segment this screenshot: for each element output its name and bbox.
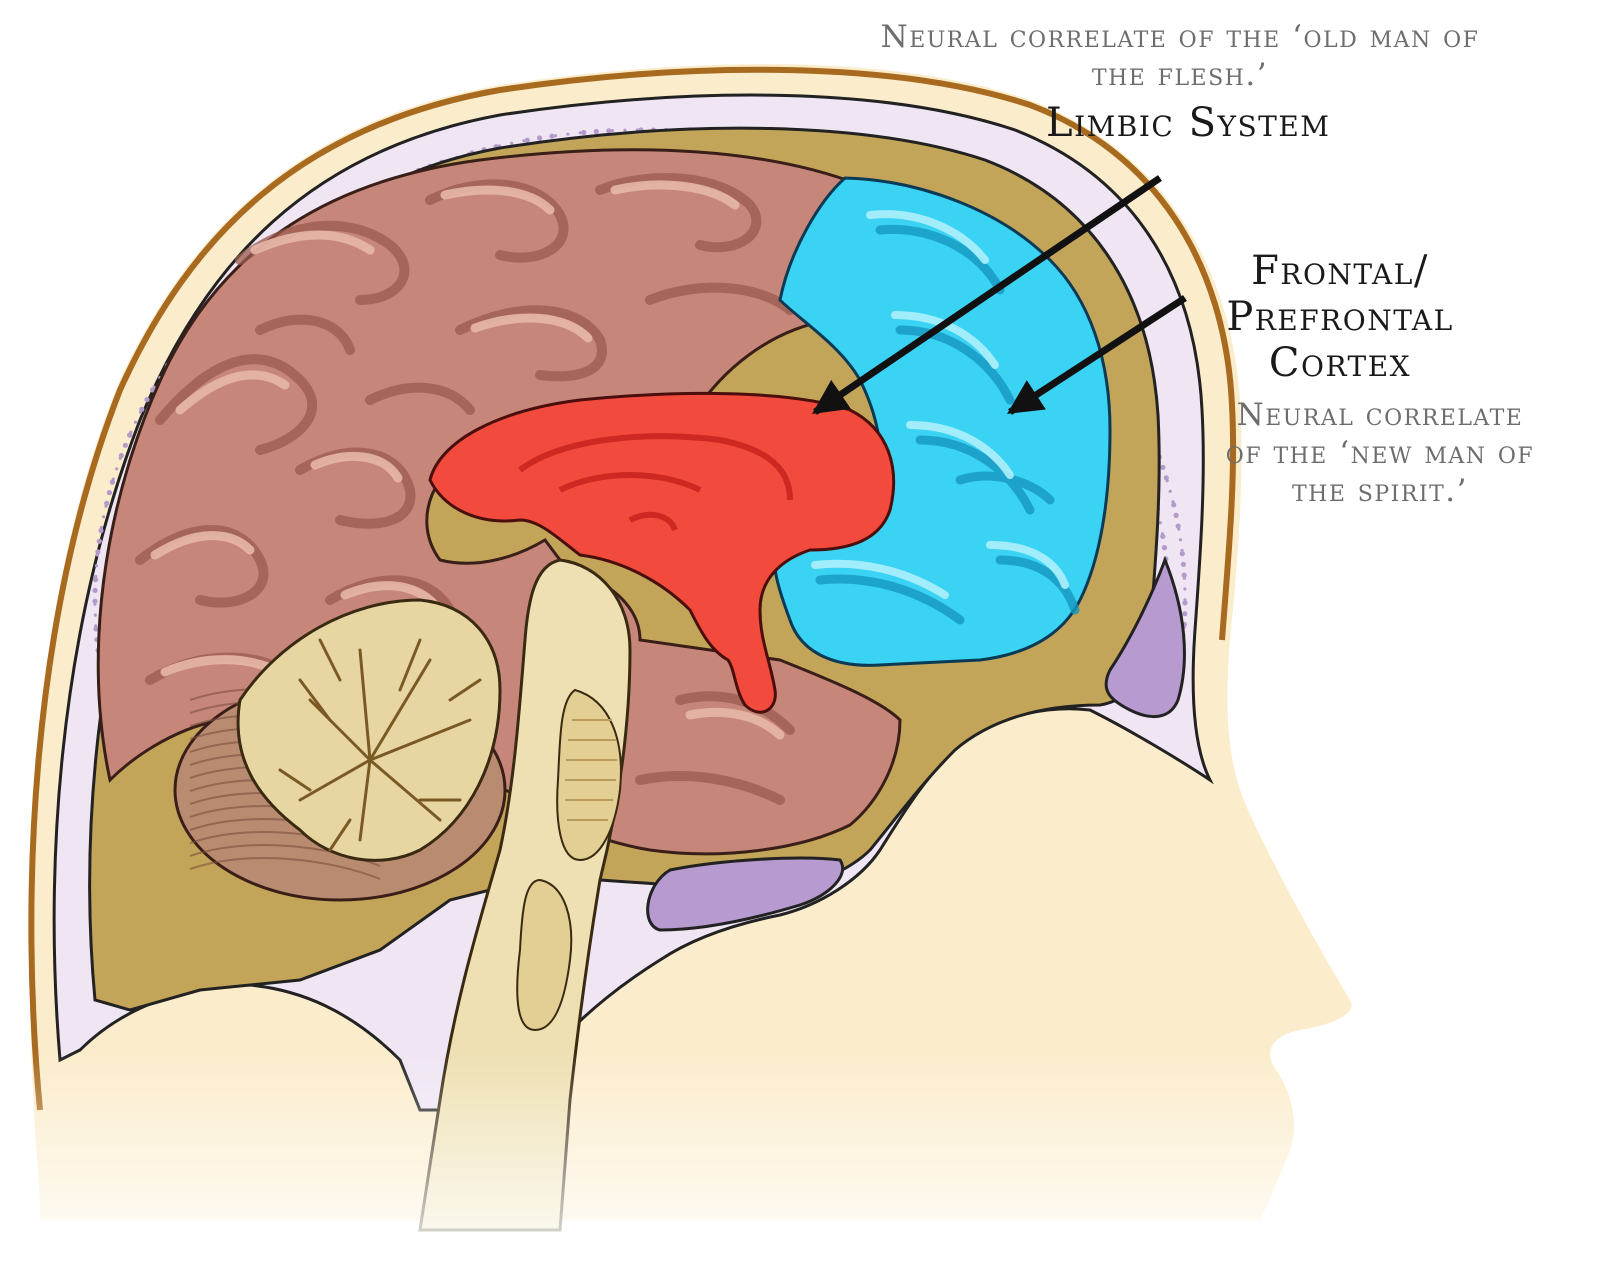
- old-man-line-1: Neural correlate of the ‘old man of: [880, 19, 1480, 55]
- limbic-system-label: Limbic System: [1046, 100, 1331, 146]
- new-man-line-2: of the ‘new man of: [1225, 435, 1535, 471]
- bone-dot: [1175, 523, 1181, 529]
- frontal-line-1: Frontal/: [1251, 248, 1429, 294]
- bone-dot: [1181, 572, 1187, 578]
- bone-dot: [606, 128, 612, 134]
- bone-dot: [1171, 500, 1175, 504]
- bone-dot: [623, 128, 627, 132]
- prefrontal-arrow: [1007, 295, 1187, 415]
- bone-dot: [1160, 532, 1164, 536]
- bone-dot: [1179, 551, 1185, 557]
- bone-dot: [94, 564, 99, 568]
- bone-dot: [1161, 545, 1168, 551]
- bone-dot: [524, 137, 530, 143]
- bone-dot: [127, 432, 133, 438]
- bone-dot: [92, 577, 99, 583]
- bone-dot: [122, 442, 128, 448]
- bone-dot: [510, 141, 514, 145]
- prefrontal-folds: [811, 210, 1080, 625]
- frontal-line-2: Prefrontal: [1226, 294, 1454, 340]
- bone-dot: [96, 538, 102, 544]
- bone-dot: [522, 139, 526, 143]
- sphenoid-sinus: [646, 856, 844, 932]
- bone-dot: [610, 129, 615, 133]
- pons: [556, 688, 622, 862]
- limbic-inner: [518, 433, 793, 532]
- bone-dot: [1160, 464, 1166, 470]
- bone-dot: [553, 134, 558, 138]
- bone-dot: [98, 527, 104, 534]
- bone-dot: [104, 504, 108, 508]
- bone-dot: [1168, 489, 1172, 493]
- bone-dot: [93, 626, 99, 632]
- arbor-branches: [278, 638, 482, 852]
- bone-dot: [93, 602, 97, 606]
- bone-dot: [1171, 502, 1177, 508]
- medulla: [516, 878, 573, 1032]
- arbor-vitae: [236, 598, 502, 862]
- old-man-line-2: the flesh.’: [1091, 57, 1269, 93]
- bone-dot: [1183, 587, 1187, 591]
- bone-dot: [566, 132, 570, 136]
- bone-dot: [578, 131, 582, 135]
- new-man-annotation: Neural correlate of the ‘new man of the …: [1200, 396, 1560, 510]
- bone-dot: [1180, 548, 1184, 553]
- limbic-arrow: [812, 175, 1162, 415]
- bone-dot: [1183, 598, 1187, 602]
- bone-dot: [1178, 538, 1183, 542]
- frontal-line-3: Cortex: [1268, 340, 1412, 386]
- bone-dot: [92, 587, 98, 594]
- bone-dot: [115, 467, 119, 471]
- bone-dot: [1158, 521, 1162, 525]
- bone-dot: [581, 129, 587, 136]
- bone-dot: [104, 500, 110, 506]
- bone-dot: [1182, 600, 1188, 606]
- bone-dot: [537, 135, 543, 141]
- old-man-annotation: Neural correlate of the ‘old man of the …: [835, 18, 1525, 94]
- bone-dot: [92, 598, 98, 604]
- bone-dot: [106, 490, 112, 496]
- bone-dot: [144, 397, 150, 403]
- bone-dot: [1163, 475, 1169, 481]
- frontal-sinus: [1104, 555, 1186, 719]
- bone-dot: [118, 456, 122, 460]
- bone-dot: [133, 420, 138, 424]
- bone-dot: [118, 452, 124, 459]
- bone-dot: [1173, 512, 1179, 519]
- bone-dot: [1182, 611, 1188, 617]
- limbic-system: [428, 391, 896, 714]
- bone-dot: [102, 515, 106, 519]
- pons-striations: [565, 719, 617, 821]
- frontal-cortex-label: Frontal/ Prefrontal Cortex: [1200, 248, 1480, 386]
- new-man-line-3: the spirit.’: [1292, 473, 1468, 509]
- bone-dot: [93, 613, 97, 617]
- bottom-fade: [0, 1050, 1600, 1283]
- cerebellum-folium: [189, 857, 381, 880]
- bone-dot: [1180, 561, 1186, 567]
- new-man-line-1: Neural correlate: [1236, 397, 1524, 433]
- bone-dot: [593, 128, 599, 135]
- bone-dot: [109, 479, 115, 485]
- skull-outline: [28, 66, 1237, 1111]
- bone-dot: [95, 549, 101, 555]
- bone-dot: [95, 553, 100, 557]
- bone-dot: [549, 133, 555, 139]
- bone-dot: [138, 410, 142, 414]
